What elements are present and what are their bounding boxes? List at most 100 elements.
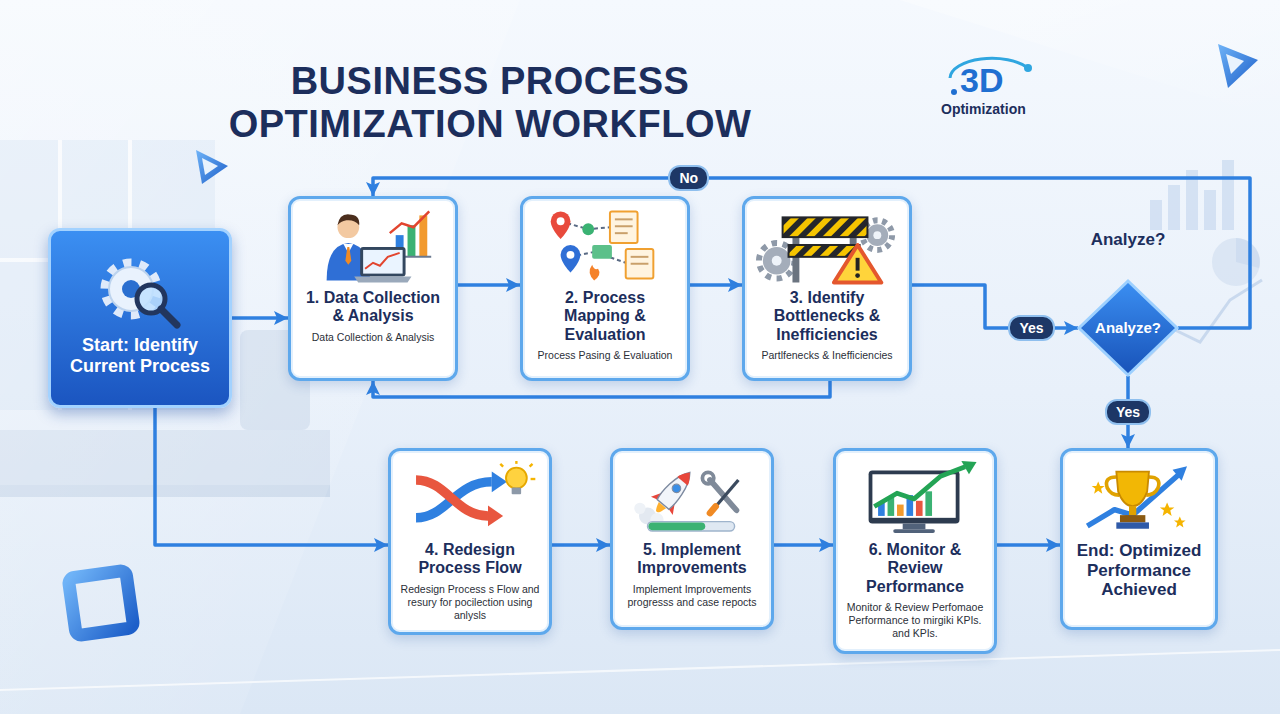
flow-arrow bbox=[458, 283, 520, 287]
decor-part bbox=[1160, 502, 1175, 516]
decor-part bbox=[648, 522, 735, 531]
decor-part bbox=[337, 214, 359, 225]
edge-label: Yes bbox=[1105, 399, 1151, 426]
decor-part bbox=[365, 253, 400, 269]
box-heading: 1. Data Collection & Analysis bbox=[299, 289, 447, 326]
decor-part bbox=[582, 223, 594, 235]
decor-part bbox=[897, 505, 904, 516]
decor-part bbox=[866, 224, 888, 246]
decor-part bbox=[855, 273, 860, 278]
decor-part bbox=[631, 256, 649, 258]
decor-part bbox=[615, 232, 628, 234]
decor-part bbox=[408, 225, 416, 257]
decor-part bbox=[634, 503, 645, 514]
decor-part bbox=[873, 231, 881, 239]
box-heading: End: Optimized Performance Achieved bbox=[1071, 541, 1207, 600]
decor-part bbox=[1212, 238, 1260, 286]
decor-part bbox=[615, 225, 633, 227]
decor-part bbox=[1174, 517, 1186, 528]
decor-part bbox=[0, 650, 1280, 690]
decor-part bbox=[68, 570, 134, 636]
decor-part bbox=[1116, 472, 1149, 506]
decor-part bbox=[592, 245, 612, 259]
diagram-title: BUSINESS PROCESS OPTIMIZATION WORKFLOW bbox=[170, 60, 810, 145]
box-heading: 4. Redesign Process Flow bbox=[399, 541, 541, 578]
roadblock-icon bbox=[753, 205, 901, 285]
decor-part bbox=[1150, 200, 1162, 230]
gear-magnifier-icon bbox=[85, 255, 195, 329]
process-box: 6. Monitor & Review PerformanceMonitor &… bbox=[833, 448, 997, 654]
decor-part bbox=[772, 256, 782, 266]
decor-part bbox=[1120, 515, 1145, 522]
decor-part bbox=[1024, 64, 1032, 72]
flow-arrow bbox=[155, 408, 388, 545]
decision-label: Analyze? bbox=[1095, 320, 1161, 337]
end-box: End: Optimized Performance Achieved bbox=[1060, 448, 1218, 630]
decor-part bbox=[1218, 44, 1258, 88]
decor-part bbox=[677, 468, 694, 485]
diamond-outline bbox=[1079, 281, 1177, 375]
decor-part bbox=[610, 211, 638, 243]
decor-part bbox=[354, 277, 411, 283]
process-box: 2. Process Mapping & EvaluationProcess P… bbox=[520, 196, 690, 381]
process-map-icon bbox=[531, 205, 679, 285]
box-description: Monitor & Review Perfomaoe Performance t… bbox=[844, 601, 986, 640]
decor-part bbox=[492, 471, 507, 492]
decor-part bbox=[416, 480, 488, 516]
process-box: 5. Implement ImprovementsImplement Impro… bbox=[610, 448, 774, 630]
decor-part bbox=[710, 506, 716, 513]
decor-part bbox=[1092, 481, 1105, 493]
process-box: 4. Redesign Process FlowRedesign Process… bbox=[388, 448, 552, 635]
decor-part bbox=[515, 461, 517, 464]
box-description: Implement Improvements progresss and cas… bbox=[621, 583, 763, 609]
decor-part bbox=[561, 245, 581, 273]
flow-arrow bbox=[373, 381, 830, 397]
decor-part bbox=[648, 523, 705, 531]
trophy-icon bbox=[1071, 457, 1207, 537]
decor-part bbox=[363, 250, 402, 274]
monitor-chart-icon bbox=[844, 457, 986, 537]
flow-arrow bbox=[774, 543, 833, 547]
box-description: Partlfenecks & Inefficiencies bbox=[761, 349, 892, 362]
box-heading: 6. Monitor & Review Performance bbox=[844, 541, 986, 596]
flow-arrow bbox=[552, 543, 610, 547]
decor-part bbox=[646, 463, 701, 521]
box-heading: 3. Identify Bottlenecks & Inefficiencies bbox=[753, 289, 901, 344]
decor-part bbox=[903, 524, 926, 530]
decor-part bbox=[893, 529, 935, 533]
start-box: Start: Identify Current Process bbox=[48, 228, 232, 408]
decor-part bbox=[763, 247, 791, 275]
decor-part bbox=[1204, 190, 1216, 230]
box-description: Process Pasing & Evaluation bbox=[538, 349, 673, 362]
box-description: Redesign Process s Flow and resury for p… bbox=[399, 583, 541, 622]
decor-part bbox=[626, 249, 654, 279]
decor-part bbox=[530, 464, 533, 467]
decor-part bbox=[345, 247, 351, 265]
process-box: 1. Data Collection & AnalysisData Collec… bbox=[288, 196, 458, 381]
decor-part bbox=[961, 461, 976, 474]
edge-label: No bbox=[668, 165, 709, 192]
rocket-icon bbox=[621, 457, 763, 537]
decor-part bbox=[161, 309, 177, 325]
decor-part bbox=[951, 89, 957, 95]
box-description: Data Collection & Analysis bbox=[312, 331, 435, 344]
decor-part bbox=[716, 480, 739, 507]
decor-part bbox=[512, 488, 521, 495]
deco-shapes bbox=[0, 44, 1280, 690]
decor-part bbox=[856, 258, 860, 271]
decor-part bbox=[657, 467, 697, 510]
decision-diamond: Analyze?Analyze? bbox=[1078, 280, 1178, 376]
box-heading: 5. Implement Improvements bbox=[621, 541, 763, 578]
decor-part bbox=[834, 245, 881, 282]
decor-part bbox=[1129, 506, 1136, 515]
flow-arrow bbox=[232, 316, 288, 320]
decor-part bbox=[1226, 54, 1244, 74]
flow-arrow bbox=[690, 283, 742, 287]
decor-part bbox=[196, 150, 228, 184]
decor-part bbox=[500, 464, 503, 467]
decor-part bbox=[783, 217, 868, 237]
decor-part bbox=[202, 158, 218, 175]
logo-word: Optimization bbox=[941, 101, 1026, 118]
decor-part bbox=[670, 482, 682, 494]
decor-part bbox=[702, 472, 713, 483]
